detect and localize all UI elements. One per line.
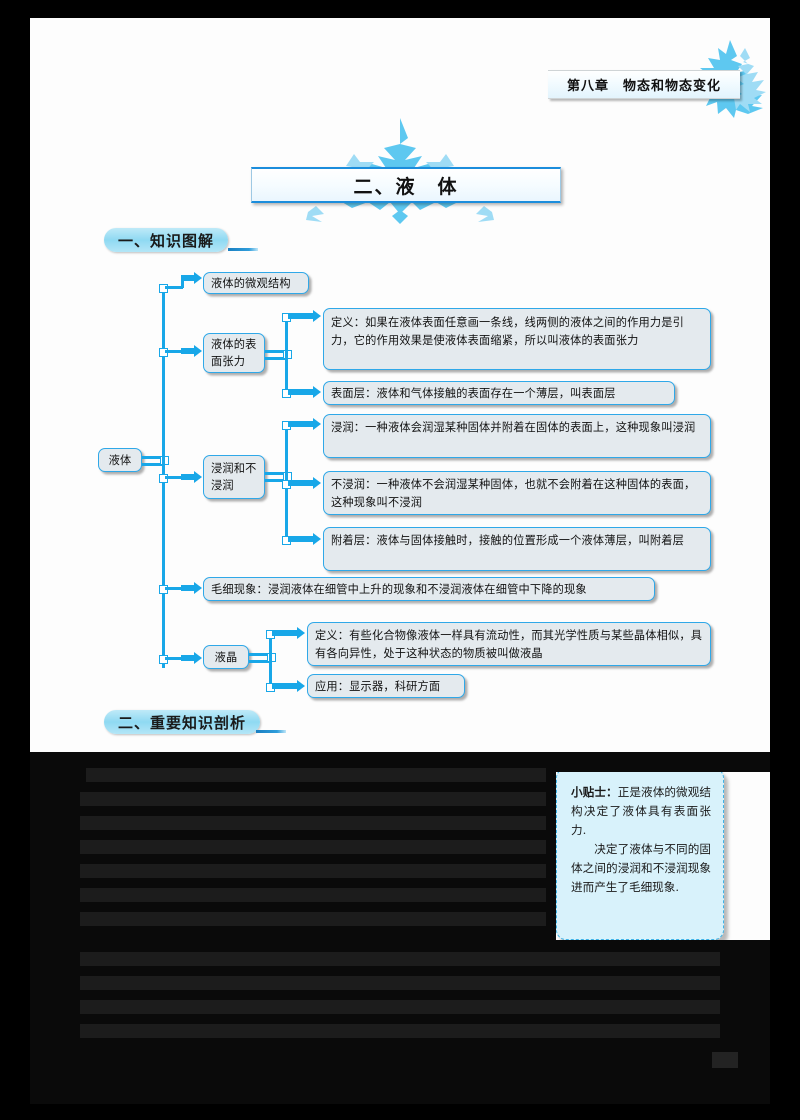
arrow-b2-c2 [313,386,321,398]
connector-b1-v [181,276,184,288]
connector-b1-h [165,286,183,289]
mindmap-node-wetting: 浸润和不浸润 [203,455,265,499]
mindmap-leaf-non-wetting-definition: 不浸润：一种液体不会润湿某种固体，也就不会附着在这种固体的表面，这种现象叫不浸润 [323,471,711,515]
redacted-text-row-9 [80,976,720,990]
mask-right [770,0,800,1120]
mindmap-root-node: 液体 [98,448,142,472]
redacted-text-row-4 [80,840,546,854]
arrow-b5-c2 [297,680,305,692]
connector-b5-c1-stub [272,630,298,636]
chapter-title-text: 二、液 体 [353,175,459,198]
connector-b2-sub-h2 [265,357,287,360]
section-heading-key-analysis: 二、重要知识剖析 [104,710,261,734]
redacted-text-row-8 [80,952,720,966]
connector-b5-sub-h2 [249,660,271,663]
connector-b3-sub-h2 [265,479,287,482]
mindmap-leaf-label-2-1: 定义：如果在液体表面任意画一条线，线两侧的液体之间的作用力是引力，它的作用效果是… [331,316,685,347]
mindmap-leaf-surface-layer: 表面层：液体和气体接触的表面存在一个薄层，叫表面层 [323,381,675,405]
section-heading-knowledge-map: 一、知识图解 [104,228,229,252]
mindmap-leaf-liquid-crystal-application: 应用：显示器，科研方面 [307,674,465,698]
mindmap-node-label-2: 液体的表面张力 [211,338,257,368]
mindmap-leaf-label-3-1: 浸润：一种液体会润湿某种固体并附着在固体的表面上，这种现象叫浸润 [331,421,696,434]
section-heading-label-2: 二、重要知识剖析 [118,713,247,732]
section-heading-label-1: 一、知识图解 [118,231,215,250]
arrow-b3-c3 [313,533,321,545]
arrow-b5-c1 [297,627,305,639]
connector-b4-stub [181,585,195,591]
mindmap-node-label-4: 毛细现象：浸润液体在细管中上升的现象和不浸润液体在细管中下降的现象 [211,582,587,596]
mindmap-leaf-label-3-3: 附着层：液体与固体接触时，接触的位置形成一个液体薄层，叫附着层 [331,534,685,547]
redacted-text-row-1 [86,768,546,782]
mask-left [0,0,30,1120]
mindmap-leaf-label-5-2: 应用：显示器，科研方面 [315,679,441,693]
connector-b3-c1-stub [288,421,314,427]
section-rule-2 [256,730,286,733]
arrow-branch-5 [194,652,202,664]
connector-b3-sub-h [265,472,287,475]
section-rule-1 [228,248,258,251]
connector-b5-sub-spine [269,633,272,683]
mindmap-leaf-label-5-1: 定义：有些化合物像液体一样具有流动性，而其光学性质与某些晶体相似，具有各向异性，… [315,629,703,660]
mindmap-node-label-3: 浸润和不浸润 [211,462,257,492]
arrow-branch-2 [194,345,202,357]
tip-lead-label: 小贴士： [571,785,618,799]
mindmap-node-micro-structure: 液体的微观结构 [203,272,309,294]
connector-b2-h [165,350,183,353]
mindmap-leaf-liquid-crystal-definition: 定义：有些化合物像液体一样具有流动性，而其光学性质与某些晶体相似，具有各向异性，… [307,622,711,666]
mindmap-node-label-1: 液体的微观结构 [211,276,291,290]
connector-b2-c2-stub [288,389,314,395]
connector-b4-h [165,587,183,590]
redacted-text-row-5 [80,864,546,878]
redacted-text-row-11 [80,1024,720,1038]
mask-bottom [0,1104,800,1120]
connector-b3-stub [181,474,195,480]
connector-b2-sub-spine [285,316,288,396]
redacted-text-row-3 [80,816,546,830]
connector-b5-stub [181,655,195,661]
arrow-b3-c2 [313,477,321,489]
tip-paragraph-1: 小贴士：正是液体的微观结构决定了液体具有表面张力. [571,783,711,840]
mindmap-leaf-wetting-definition: 浸润：一种液体会润湿某种固体并附着在固体的表面上，这种现象叫浸润 [323,414,711,458]
connector-b2-c1-stub [288,313,314,319]
connector-b3-c3-stub [288,536,314,542]
running-header-band: 第八章 物态和物态变化 [548,70,740,99]
mindmap-leaf-label-2-2: 表面层：液体和气体接触的表面存在一个薄层，叫表面层 [331,386,616,400]
connector-b1-stub [181,275,195,281]
redacted-text-row-10 [80,1000,720,1014]
arrow-branch-4 [194,582,202,594]
connector-b5-sub-h [249,653,271,656]
arrow-branch-1 [194,272,202,284]
connector-b5-c2-stub [272,683,298,689]
arrow-b3-c1 [313,418,321,430]
connector-b3-c2-stub [288,480,314,486]
connector-root-h2 [142,463,164,466]
mindmap-node-surface-tension: 液体的表面张力 [203,333,265,373]
tip-text-1: 正是液体的微观结构决定了液体具有表面张力. [571,785,711,837]
connector-root-h1 [142,456,164,459]
mindmap-leaf-adhesion-layer: 附着层：液体与固体接触时，接触的位置形成一个液体薄层，叫附着层 [323,527,711,571]
page-number-redacted [712,1052,738,1068]
connector-b5-h [165,657,183,660]
running-header-title: 第八章 物态和物态变化 [566,79,721,94]
arrow-b2-c1 [313,310,321,322]
mindmap-leaf-label-3-2: 不浸润：一种液体不会润湿某种固体，也就不会附着在这种固体的表面，这种现象叫不浸润 [331,478,696,509]
connector-b3-h [165,476,183,479]
chapter-title-banner: 二、液 体 [251,167,561,203]
connector-b2-sub-h [265,350,287,353]
mindmap-node-capillary: 毛细现象：浸润液体在细管中上升的现象和不浸润液体在细管中下降的现象 [203,577,655,601]
tip-box: 小贴士：正是液体的微观结构决定了液体具有表面张力. 决定了液体与不同的固体之间的… [556,768,724,940]
mindmap-root-label: 液体 [108,453,132,467]
redacted-text-row-6 [80,888,546,902]
arrow-branch-3 [194,471,202,483]
mindmap-node-liquid-crystal: 液晶 [203,645,249,669]
connector-b2-stub [181,348,195,354]
tip-paragraph-2: 决定了液体与不同的固体之间的浸润和不浸润现象进而产生了毛细现象. [571,842,711,894]
redacted-text-row-2 [80,792,546,806]
mindmap-node-label-5: 液晶 [214,650,238,664]
mindmap-leaf-surface-tension-definition: 定义：如果在液体表面任意画一条线，线两侧的液体之间的作用力是引力，它的作用效果是… [323,308,711,370]
redacted-text-row-7 [80,912,546,926]
mask-top [0,0,800,18]
